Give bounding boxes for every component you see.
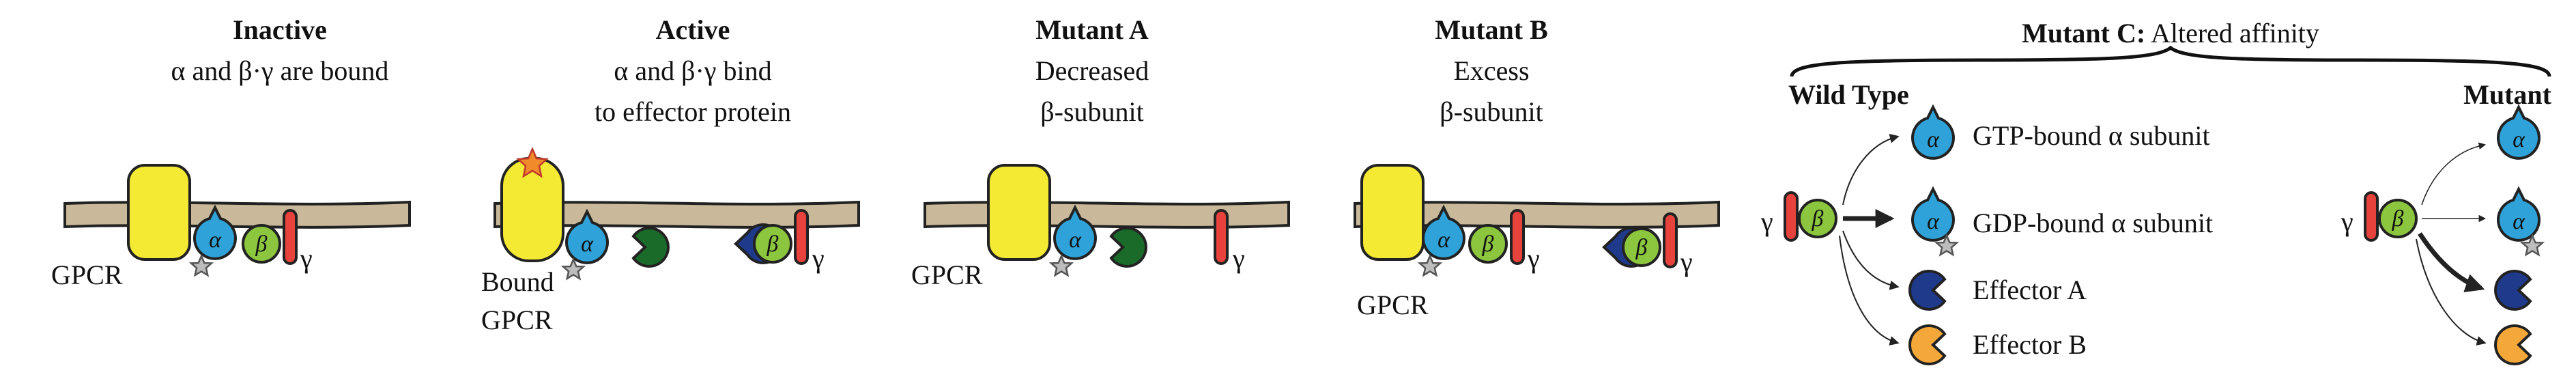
effector-a-icon [1908, 270, 1947, 311]
panel-subtitle-2: β-subunit [1040, 96, 1143, 127]
receptor-label-line1: Bound [481, 266, 554, 297]
panel-subtitle: Excess [1453, 55, 1529, 86]
receptor-label-line2: GPCR [481, 305, 553, 335]
gamma-subunit [1784, 191, 1799, 242]
svg-text:α: α [2513, 127, 2525, 152]
legend-gtp-alpha: GTP-bound α subunit [1973, 120, 2210, 151]
panel-subtitle: α and β·γ bind [614, 55, 771, 86]
panel-subtitle: Decreased [1035, 55, 1149, 86]
svg-text:α: α [581, 231, 594, 257]
panel-subtitle-2: β-subunit [1440, 96, 1543, 127]
beta-subunit: β [753, 224, 792, 264]
panel-mutant-b: Mutant B Excess β-subunit α β γ β γ GPCR [1354, 14, 1720, 320]
gdp-alpha-icon: α [1911, 188, 1955, 242]
gamma-label: γ [1527, 243, 1540, 274]
panel-mutant-a: Mutant A Decreased β-subunit α γ GPCR [911, 14, 1290, 290]
effector-pacman [631, 227, 670, 268]
panel-title: Inactive [233, 14, 327, 45]
panel-title: Mutant B [1435, 14, 1548, 45]
legend-effector-a: Effector A [1973, 275, 2087, 305]
effector-b-icon [1908, 324, 1947, 365]
gtp-alpha-icon: α [1911, 106, 1955, 160]
flow-arrow [1839, 235, 1900, 346]
svg-text:α: α [1927, 209, 1940, 234]
membrane [924, 200, 1290, 229]
legend-gdp-alpha: GDP-bound α subunit [1973, 208, 2213, 238]
svg-text:β: β [2392, 206, 2404, 231]
mutant-beta-gamma: γ β [2341, 191, 2418, 242]
panel-inactive: Inactive α and β·γ are bound α β γ GPCR [51, 14, 411, 290]
flow-arrow [1842, 230, 1900, 290]
gamma-subunit [1214, 209, 1229, 265]
svg-text:α: α [209, 227, 222, 253]
beta-subunit: β [1468, 224, 1508, 264]
panel-title: Active [656, 14, 730, 45]
gamma-subunit [1663, 212, 1678, 268]
panel-subtitle-2: to effector protein [595, 96, 791, 127]
legend-effector-b: Effector B [1973, 329, 2087, 360]
gpcr-receptor [987, 164, 1051, 261]
beta-subunit: β [242, 224, 281, 264]
svg-text:α: α [2513, 209, 2525, 234]
beta-subunit [1798, 199, 1837, 238]
flow-arrow [2421, 142, 2487, 206]
svg-text:β: β [1812, 206, 1824, 231]
beta-subunit [2378, 199, 2418, 238]
panel-subtitle: α and β·γ are bound [171, 55, 389, 86]
gamma-subunit [2364, 191, 2379, 242]
gdp-alpha-icon: α [2497, 188, 2541, 242]
beta-subunit: β [1622, 227, 1661, 267]
wild-type-beta-gamma: γ β [1760, 191, 1837, 242]
gpcr-receptor [127, 164, 191, 261]
gpcr-label: GPCR [911, 259, 983, 290]
alpha-subunit: α [1422, 206, 1465, 260]
gamma-subunit [794, 209, 809, 265]
gamma-label: γ [812, 243, 825, 274]
flow-arrow [1842, 133, 1900, 206]
gpcr-receptor [1360, 164, 1425, 261]
effector-a-icon [2494, 270, 2532, 311]
effector-b-icon [2494, 324, 2532, 365]
alpha-subunit: α [565, 210, 609, 264]
gpcr-label: GPCR [1357, 290, 1429, 320]
gamma-label: γ [2341, 206, 2353, 237]
svg-text:β: β [767, 231, 779, 257]
alpha-subunit: α [193, 206, 237, 260]
gamma-label: γ [1232, 243, 1245, 274]
panel-mutant-c: Mutant C: Altered affinity Wild Type Mut… [1760, 18, 2552, 365]
gamma-label: γ [300, 243, 313, 274]
gamma-subunit [283, 209, 298, 265]
gamma-subunit [1510, 209, 1525, 265]
svg-text:β: β [1482, 231, 1494, 257]
svg-text:β: β [1635, 235, 1648, 260]
effector-pacman [1109, 227, 1147, 268]
svg-text:β: β [255, 231, 268, 257]
svg-text:α: α [1069, 227, 1082, 253]
alpha-subunit: α [1053, 206, 1097, 260]
mutant-label: Mutant [2463, 79, 2552, 110]
activation-star [515, 146, 549, 178]
gpcr-label: GPCR [51, 259, 123, 290]
gtp-alpha-icon: α [2497, 106, 2541, 160]
svg-text:α: α [1927, 127, 1940, 152]
flow-arrow [2416, 238, 2487, 346]
wild-type-label: Wild Type [1788, 79, 1909, 110]
curly-brace [1790, 45, 2551, 77]
gamma-label: γ [1760, 206, 1773, 237]
svg-text:α: α [1437, 227, 1450, 253]
panel-title: Mutant C: Altered affinity [2022, 18, 2319, 48]
flow-arrow [2418, 232, 2485, 292]
gpcr-receptor [500, 157, 564, 262]
panel-title: Mutant A [1035, 14, 1149, 45]
gamma-label: γ [1680, 247, 1693, 277]
panel-active: Active α and β·γ bind to effector protei… [481, 14, 860, 335]
membrane [63, 200, 411, 229]
